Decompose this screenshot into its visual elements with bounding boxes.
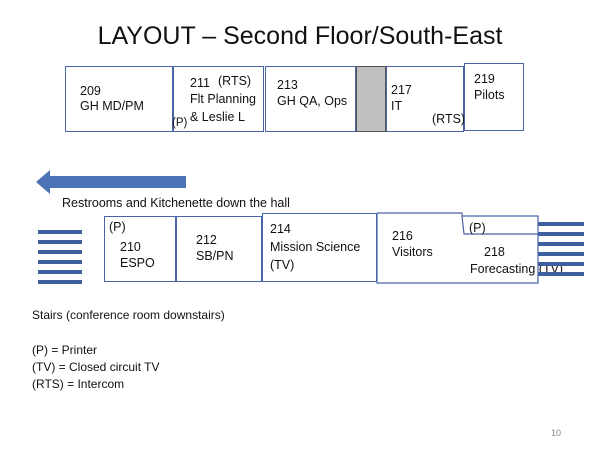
room-213-number: 213 bbox=[277, 78, 298, 92]
stairs-left-icon bbox=[38, 230, 82, 290]
legend-intercom: (RTS) = Intercom bbox=[32, 377, 125, 391]
room-217-label: IT bbox=[391, 99, 403, 113]
room-210 bbox=[104, 216, 176, 282]
room-219 bbox=[464, 63, 524, 131]
structural-column bbox=[356, 66, 386, 132]
room-213 bbox=[265, 66, 356, 132]
rooms-216-218-outline bbox=[376, 212, 539, 284]
room-214 bbox=[262, 213, 377, 282]
room-214-label: Mission Science bbox=[270, 240, 361, 254]
room-214-tv-marker: (TV) bbox=[270, 258, 295, 272]
room-214-number: 214 bbox=[270, 222, 291, 236]
room-209-number: 209 bbox=[80, 84, 101, 98]
room-216-label: Visitors bbox=[392, 245, 433, 259]
room-218-number: 218 bbox=[484, 245, 505, 259]
room-211-tag: (RTS) bbox=[218, 74, 252, 88]
page-number: 10 bbox=[551, 428, 562, 438]
legend-printer: (P) = Printer bbox=[32, 343, 98, 357]
hallway-arrow-icon bbox=[36, 170, 186, 194]
room-217-intercom-marker: (RTS) bbox=[432, 112, 466, 126]
room-210-number: 210 bbox=[120, 240, 141, 254]
room-217-number: 217 bbox=[391, 83, 412, 97]
room-216-number: 216 bbox=[392, 229, 413, 243]
room-209 bbox=[65, 66, 173, 132]
room-219-label: Pilots bbox=[474, 88, 505, 102]
room-212-number: 212 bbox=[196, 233, 217, 247]
room-217 bbox=[386, 66, 464, 132]
slide-title: LAYOUT – Second Floor/South-East bbox=[97, 22, 503, 50]
room-211-printer-marker: (P) bbox=[172, 117, 188, 129]
room-219-number: 219 bbox=[474, 72, 495, 86]
room-211-number: 211 bbox=[190, 76, 210, 90]
room-212-label: SB/PN bbox=[196, 249, 234, 263]
room-218-printer-marker: (P) bbox=[469, 221, 486, 235]
hall-note: Restrooms and Kitchenette down the hall bbox=[62, 196, 290, 210]
room-213-label: GH QA, Ops bbox=[277, 94, 348, 108]
room-211-label: Flt Planning bbox=[190, 92, 257, 106]
room-209-label: GH MD/PM bbox=[80, 99, 144, 113]
room-211 bbox=[173, 66, 264, 132]
legend-tv: (TV) = Closed circuit TV bbox=[32, 360, 160, 374]
stairs-right-icon bbox=[538, 222, 584, 282]
stairs-note: Stairs (conference room downstairs) bbox=[32, 308, 225, 322]
room-210-printer-marker: (P) bbox=[109, 220, 126, 234]
room-210-label: ESPO bbox=[120, 256, 155, 270]
room-212 bbox=[176, 216, 262, 282]
room-211-label-2: & Leslie L bbox=[190, 110, 245, 124]
